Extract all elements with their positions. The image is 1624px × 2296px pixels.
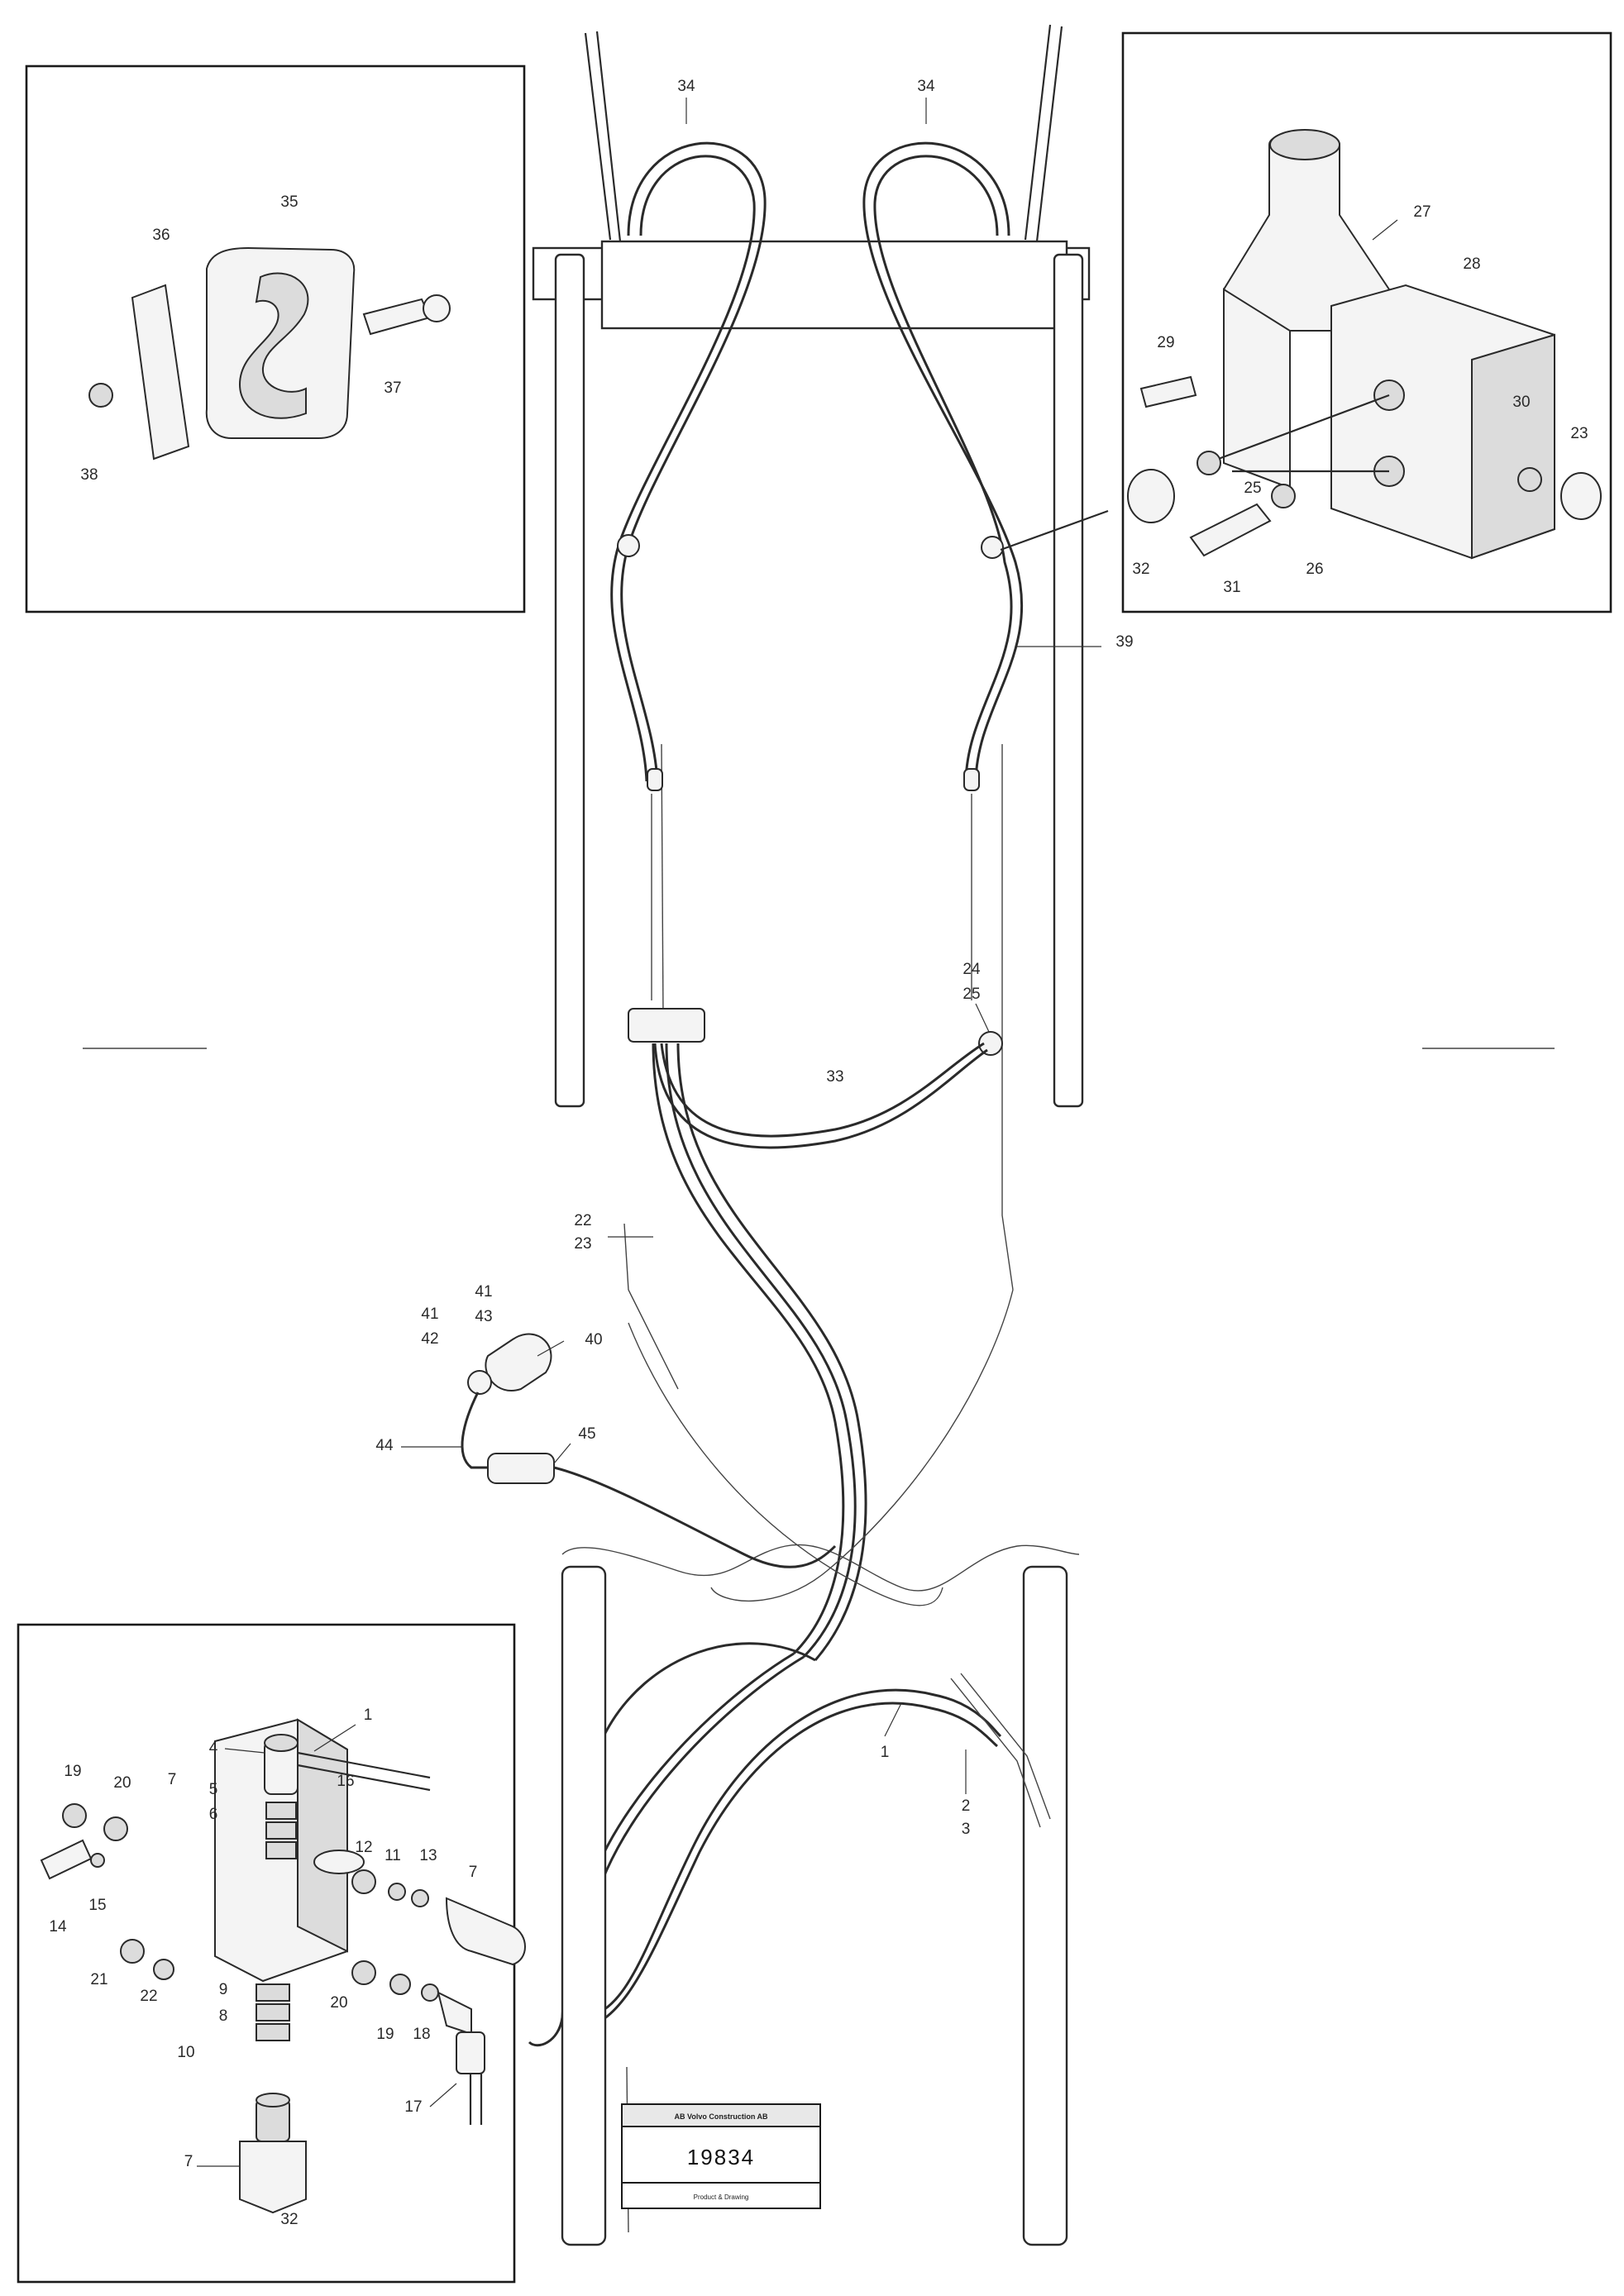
- part-label: 2: [962, 1797, 971, 1815]
- part-label: 32: [1132, 561, 1149, 578]
- part-label: 28: [1463, 255, 1480, 273]
- part-label: 34: [917, 78, 935, 95]
- part-label: 12: [355, 1839, 372, 1856]
- part-label: 10: [177, 2044, 194, 2061]
- title-block-header: AB Volvo Construction AB: [675, 2112, 768, 2121]
- drawing-number: 19834: [687, 2145, 755, 2170]
- part-label: 19: [376, 2026, 394, 2043]
- part-label: 22: [574, 1212, 591, 1229]
- part-label: 42: [421, 1330, 438, 1348]
- part-label: 25: [1244, 480, 1261, 497]
- part-label: 8: [219, 2007, 228, 2025]
- part-label: 41: [475, 1283, 492, 1301]
- part-label: 4: [209, 1740, 218, 1757]
- upper-frame: [532, 24, 1091, 1390]
- part-label: 23: [574, 1235, 591, 1253]
- title-block: AB Volvo Construction AB 19834 Product &…: [621, 2103, 821, 2209]
- part-label: 16: [337, 1773, 354, 1790]
- part-label: 7: [168, 1771, 177, 1788]
- part-label: 9: [219, 1981, 228, 1998]
- part-label: 15: [88, 1897, 106, 1914]
- part-label: 45: [578, 1425, 595, 1443]
- part-label: 30: [1512, 394, 1530, 411]
- part-label: 27: [1413, 203, 1431, 221]
- part-label: 44: [375, 1437, 394, 1454]
- part-label: 24: [962, 961, 981, 978]
- filter-branch: [461, 1333, 837, 1568]
- part-label: 14: [49, 1918, 67, 1936]
- part-label: 26: [1306, 561, 1323, 578]
- inset-top-left: [25, 64, 526, 613]
- part-label: 34: [677, 78, 695, 95]
- part-label: 38: [80, 466, 98, 484]
- part-label: 23: [1570, 425, 1588, 442]
- part-label: 25: [962, 986, 980, 1003]
- part-label: 37: [384, 379, 401, 397]
- part-label: 3: [962, 1821, 971, 1838]
- part-label: 17: [404, 2098, 422, 2116]
- part-label: 39: [1115, 633, 1133, 651]
- part-label: 33: [826, 1068, 843, 1086]
- part-label: 41: [421, 1306, 438, 1323]
- part-label: 18: [413, 2026, 430, 2043]
- part-label: 5: [209, 1781, 218, 1798]
- part-label: 40: [585, 1331, 602, 1348]
- part-label: 20: [113, 1774, 131, 1792]
- part-label: 19: [64, 1763, 81, 1780]
- part-label: 43: [475, 1308, 492, 1325]
- part-label: 22: [140, 1988, 157, 2005]
- part-label: 36: [152, 227, 170, 244]
- inset-bottom-left: [17, 1623, 526, 2284]
- part-label: 29: [1157, 334, 1174, 351]
- part-label: 32: [280, 2211, 298, 2228]
- part-label: 11: [385, 1847, 401, 1864]
- part-labels: 34 34 35 36 37 38 27 28 29 30 23 25 26 3…: [49, 78, 1588, 2228]
- part-label: 31: [1223, 579, 1240, 596]
- part-label: 7: [184, 2153, 193, 2170]
- lower-frame: [561, 1289, 1080, 2246]
- part-label: 6: [209, 1806, 218, 1823]
- leader-lines: [197, 98, 1398, 2167]
- upper-hoses: [610, 141, 1024, 1000]
- inset-top-right: [1000, 31, 1612, 613]
- part-label: 21: [90, 1971, 107, 1988]
- part-label: 1: [881, 1744, 890, 1761]
- part-label: 20: [330, 1994, 347, 2012]
- part-label: 13: [419, 1847, 437, 1864]
- title-block-footer: Product & Drawing: [694, 2193, 749, 2201]
- part-label: 1: [364, 1706, 373, 1724]
- part-label: 35: [280, 193, 298, 211]
- part-label: 7: [469, 1864, 478, 1881]
